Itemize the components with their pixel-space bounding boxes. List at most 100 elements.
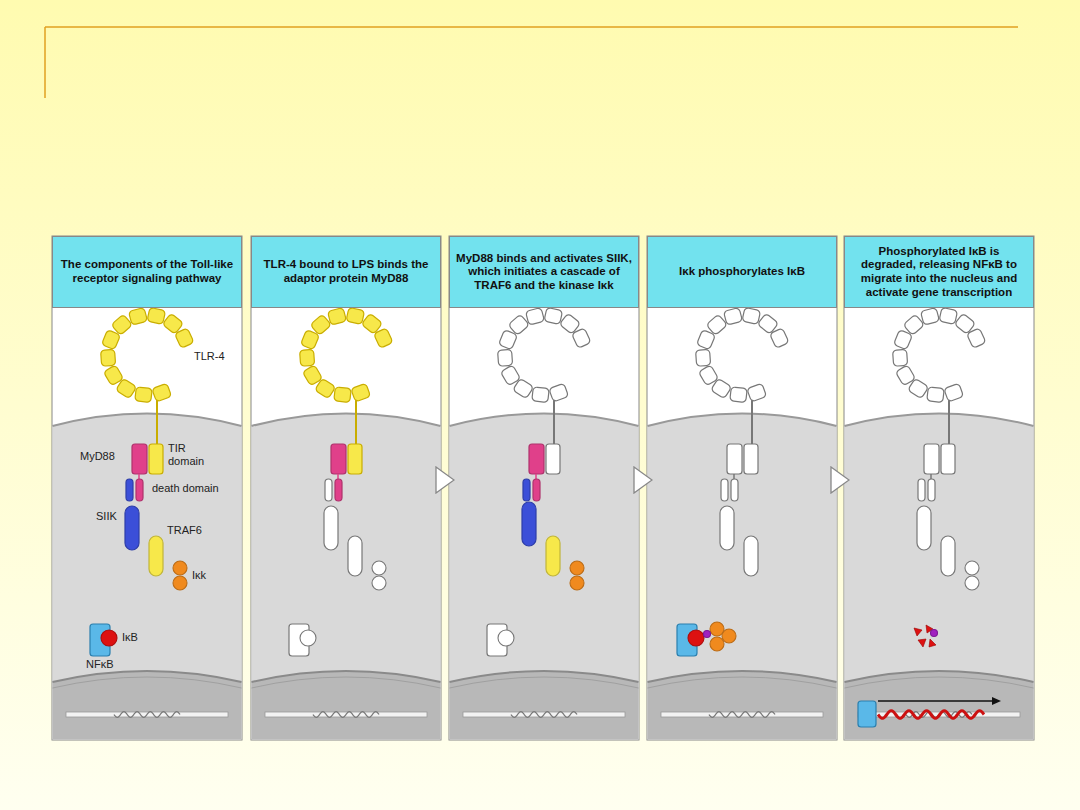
- dna-strand: [463, 712, 625, 717]
- nucleus: [845, 671, 1034, 740]
- ikk-subunit: [722, 629, 736, 643]
- panel-ground: [647, 236, 837, 740]
- part-label: TIR domain: [168, 442, 212, 467]
- cell-membrane: [252, 414, 441, 427]
- cytoplasm: [53, 414, 242, 740]
- tir-domain: [348, 444, 362, 474]
- siik-kinase: [522, 502, 536, 546]
- ikb-fragment: [929, 639, 936, 647]
- nuclear-membrane: [252, 677, 441, 688]
- tlr4-segment: [498, 349, 513, 366]
- tlr4-segment: [742, 307, 761, 324]
- tlr4-segment: [711, 378, 732, 398]
- tlr4-segment-box: [921, 308, 940, 326]
- tlr4-segment-box: [944, 383, 964, 402]
- tir-domain: [744, 444, 758, 474]
- tlr4-segment: [129, 308, 148, 326]
- tlr4-segment-box: [730, 387, 747, 403]
- siik-kinase: [324, 506, 338, 550]
- traf6-protein: [744, 536, 758, 576]
- tlr4-segment: [724, 308, 743, 326]
- cell-drawing: [52, 236, 242, 740]
- tlr4-segment: [135, 387, 152, 403]
- tlr4-segment-box: [526, 308, 545, 326]
- tlr4-segment: [116, 378, 137, 398]
- ikk-subunit: [173, 576, 187, 590]
- dna-gene: [114, 712, 180, 718]
- ikk-subunit: [570, 576, 584, 590]
- tlr4-segment: [498, 330, 517, 350]
- mrna-transcript: [878, 711, 984, 718]
- tlr4-segment: [939, 307, 958, 324]
- tlr4-segment-box: [162, 313, 183, 334]
- traf6-protein: [941, 536, 955, 576]
- tlr4-segment-box: [908, 378, 929, 398]
- myd88-tir: [331, 444, 346, 474]
- tlr4-segment: [315, 378, 336, 398]
- tlr4-segment: [147, 307, 166, 324]
- panel-ground: [844, 236, 1034, 740]
- title-rule: [44, 27, 46, 98]
- panel-ground: [251, 236, 441, 740]
- tlr4-segment-box: [532, 387, 549, 403]
- ikb-protein: [101, 630, 117, 646]
- transcription-arrowhead: [992, 697, 1001, 705]
- dna-strand: [661, 712, 823, 717]
- tlr4-segment: [328, 308, 347, 326]
- tlr4-segment-box: [954, 313, 975, 334]
- ikk-subunit: [710, 637, 724, 651]
- tlr4-segment-box: [927, 387, 944, 403]
- cytoplasm: [252, 414, 441, 740]
- traf6-protein: [546, 536, 560, 576]
- part-label: SIIK: [96, 510, 117, 523]
- ikb-protein: [688, 630, 704, 646]
- tlr4-segment-box: [893, 349, 908, 366]
- myd88-tir: [924, 444, 939, 474]
- tlr4-segment-box: [724, 308, 743, 326]
- death-domain: [928, 479, 935, 501]
- tlr4-segment-box: [757, 313, 778, 334]
- step-chevron: [837, 479, 844, 480]
- tlr4-segment-box: [328, 308, 347, 326]
- step-panel: Phosphorylated IκB is degraded, releasin…: [844, 236, 1034, 740]
- part-label: IκB: [122, 631, 138, 644]
- death-domain: [918, 479, 925, 501]
- death-domain: [721, 479, 728, 501]
- tlr4-segment-box: [711, 378, 732, 398]
- ikb-protein: [498, 630, 514, 646]
- tlr4-segment-box: [135, 387, 152, 403]
- part-label: TRAF6: [167, 524, 202, 537]
- cell-drawing: [844, 236, 1034, 740]
- nucleus: [53, 671, 242, 740]
- tlr4-segment: [351, 383, 371, 402]
- panel-ground: [449, 236, 639, 740]
- siik-kinase: [720, 506, 734, 550]
- part-label: Iκk: [192, 569, 206, 582]
- step-panel: TLR-4 bound to LPS binds the adaptor pro…: [251, 236, 441, 740]
- part-label: TLR-4: [194, 350, 225, 363]
- tlr4-segment-box: [152, 383, 172, 402]
- tlr4-segment-box: [742, 307, 761, 324]
- cell-membrane: [450, 414, 639, 427]
- death-domain: [325, 479, 332, 501]
- tlr4-segment: [526, 308, 545, 326]
- ikk-subunit: [965, 576, 979, 590]
- tlr4-segment-box: [939, 307, 958, 324]
- tlr4-segment: [361, 313, 382, 334]
- ikk-subunit: [372, 576, 386, 590]
- tlr4-segment-box: [129, 308, 148, 326]
- step-heading: TLR-4 bound to LPS binds the adaptor pro…: [251, 236, 441, 308]
- step-chevron: [441, 479, 449, 480]
- part-label: NFκB: [86, 658, 114, 671]
- tlr4-segment: [544, 307, 563, 324]
- nucleus: [450, 671, 639, 740]
- cell-drawing: [647, 236, 837, 740]
- cytoplasm: [845, 414, 1034, 740]
- cell-drawing: [251, 236, 441, 740]
- tlr4-segment-box: [101, 349, 116, 366]
- dna-gene: [511, 712, 577, 718]
- ikb-fragment: [918, 639, 926, 647]
- tlr4-segment: [101, 330, 120, 350]
- tlr4-segment-box: [300, 330, 319, 350]
